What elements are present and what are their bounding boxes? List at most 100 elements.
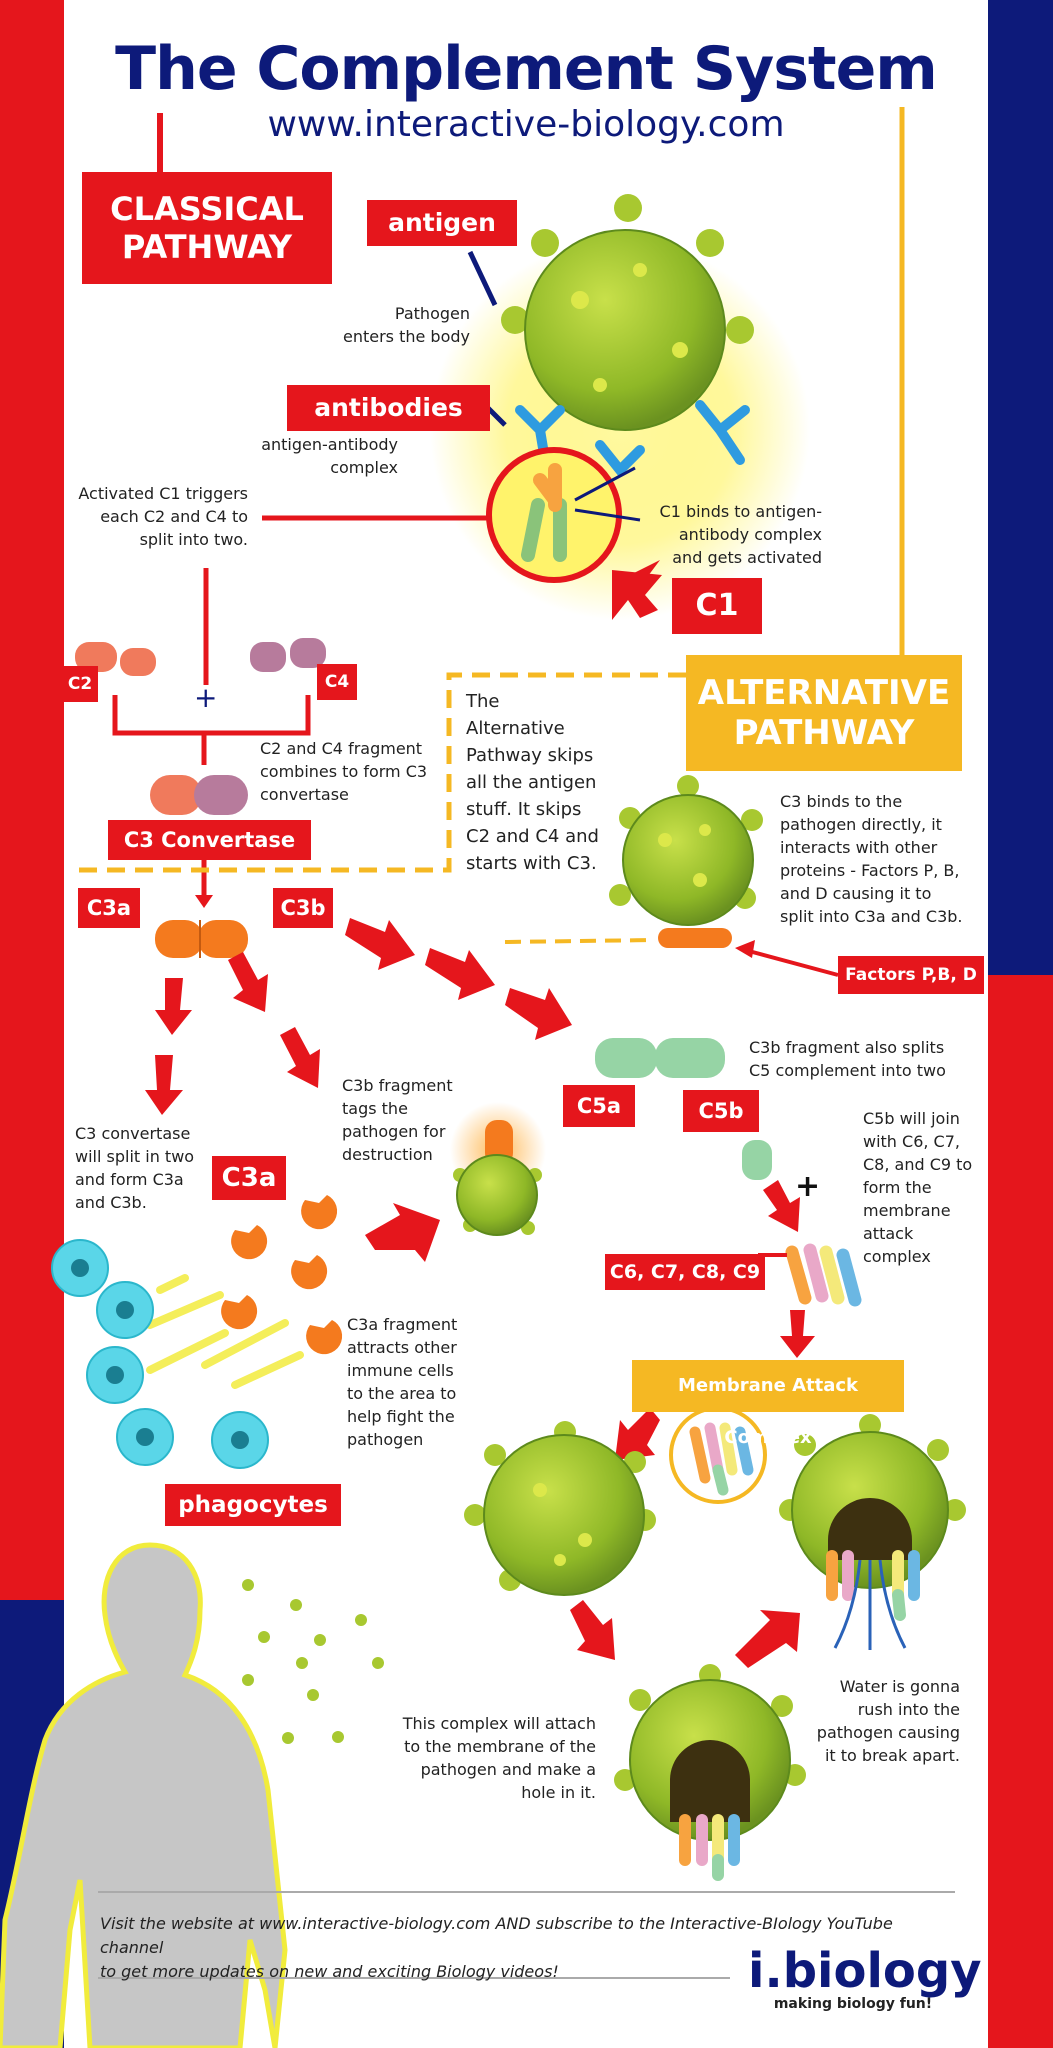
water-line: Water is gonna [839, 1677, 960, 1696]
skip-note-line: Alternative [466, 718, 565, 739]
c5-split-line: C5 complement into two [749, 1061, 946, 1080]
c5-fragments [595, 1038, 725, 1078]
c3-binds-line: and D causing it to [780, 884, 932, 903]
c3-split-line: and form C3a [75, 1170, 184, 1189]
antibodies-label: antibodies [287, 385, 490, 431]
complex-note-line: antigen-antibody [261, 435, 398, 454]
c3-split-line: C3 convertase [75, 1124, 191, 1143]
c3a-attract-line: C3a fragment [347, 1315, 458, 1334]
right-navy-band [988, 0, 1053, 975]
mac-attach-line: pathogen and make a [420, 1760, 596, 1779]
alternative-dashed-boundary [75, 672, 686, 873]
c1-binds-line: antibody complex [678, 525, 822, 544]
left-red-band [0, 0, 64, 1600]
page-title: The Complement System [115, 34, 938, 104]
skip-note-line: C2 and C4 and [466, 826, 599, 847]
pathogen-note-line: enters the body [342, 327, 470, 346]
c3a-attract-line: attracts other [347, 1338, 457, 1357]
water-line: it to break apart. [824, 1746, 960, 1765]
c3a-big-label: C3a [212, 1156, 286, 1200]
c5b-join-line: complex [863, 1247, 931, 1266]
c3-split-line: will split in two [75, 1147, 195, 1166]
c1-trigger-line: each C2 and C4 to [100, 507, 248, 526]
pathogen-tagged [453, 1154, 542, 1236]
c5b-join-line: with C6, C7, [863, 1132, 960, 1151]
human-silhouette [0, 1542, 288, 2048]
pathogen-mac-middle [614, 1664, 806, 1881]
pathogen-note-line: Pathogen [394, 304, 470, 323]
complex-note-line: complex [330, 458, 398, 477]
c5b-join-note: C5b will join with C6, C7, C8, and C9 to… [863, 1107, 985, 1268]
c3-binds-line: split into C3a and C3b. [780, 907, 963, 926]
pathogen-top [501, 194, 754, 431]
antibody-shapes [515, 400, 750, 478]
c1-trigger-note: Activated C1 triggers each C2 and C4 to … [66, 482, 248, 551]
c5b-join-line: membrane [863, 1201, 951, 1220]
c3a-attract-line: help fight the [347, 1407, 455, 1426]
footer-line: Visit the website at www.interactive-bio… [100, 1914, 893, 1957]
water-line: pathogen causing [816, 1723, 960, 1742]
c3a-attract-note: C3a fragment attracts other immune cells… [347, 1313, 477, 1451]
c1-binds-line: C1 binds to antigen- [659, 502, 822, 521]
ibiology-logo: i.biology making biology fun! [748, 1943, 982, 2012]
skip-note-line: The [466, 691, 500, 712]
red-arrows [145, 918, 815, 1668]
complex-note: antigen-antibody complex [220, 433, 398, 479]
alternative-line2: PATHWAY [733, 713, 915, 753]
alternative-skip-note: The Alternative Pathway skips all the an… [466, 688, 626, 877]
pathogen-alternative [609, 775, 763, 926]
c3b-tag-line: tags the [342, 1099, 408, 1118]
c5a-label: C5a [563, 1085, 635, 1127]
footer-line: to get more updates on new and exciting … [100, 1962, 559, 1981]
c2c4-note-line: C2 and C4 fragment [260, 739, 423, 758]
c3-convertase-label: C3 Convertase [108, 820, 311, 860]
c6-c9-label: C6, C7, C8, C9 [605, 1254, 765, 1290]
mac-label: Membrane Attack Complex [632, 1360, 904, 1448]
plus-sign: + [194, 681, 218, 714]
alternative-pathway-label: ALTERNATIVE PATHWAY [686, 655, 962, 771]
c3b-tag-note: C3b fragment tags the pathogen for destr… [342, 1074, 472, 1166]
c4-label: C4 [317, 664, 357, 700]
mac-attach-note: This complex will attach to the membrane… [390, 1712, 596, 1804]
c3-split-note: C3 convertase will split in two and form… [75, 1122, 225, 1214]
c2c4-note-line: convertase [260, 785, 349, 804]
page-subtitle: www.interactive-biology.com [267, 104, 785, 145]
skip-note-line: all the antigen [466, 772, 597, 793]
c2c4-note-line: combines to form C3 [260, 762, 428, 781]
skip-note-line: starts with C3. [466, 853, 597, 874]
c1-label: C1 [672, 578, 762, 634]
c5b-label: C5b [683, 1090, 759, 1132]
mac-attach-line: This complex will attach [402, 1714, 596, 1733]
footer-text: Visit the website at www.interactive-bio… [100, 1912, 960, 1984]
c5b-join-line: C8, and C9 to [863, 1155, 973, 1174]
pathogen-note: Pathogen enters the body [300, 302, 470, 348]
c1-trigger-line: Activated C1 triggers [78, 484, 248, 503]
c3-binds-line: interacts with other [780, 838, 938, 857]
c3b-tag-line: destruction [342, 1145, 433, 1164]
c3b-label: C3b [273, 888, 333, 928]
c3-binds-note: C3 binds to the pathogen directly, it in… [780, 790, 985, 928]
c5b-join-line: attack [863, 1224, 914, 1243]
c1-trigger-line: split into two. [139, 530, 248, 549]
c1-binds-line: and gets activated [672, 548, 822, 567]
c3-binds-line: C3 binds to the [780, 792, 903, 811]
alternative-line1: ALTERNATIVE [697, 673, 951, 713]
c3-split-line: and C3b. [75, 1193, 147, 1212]
logo-text: i.biology [748, 1943, 982, 1999]
c3a-label: C3a [78, 888, 140, 928]
c5-split-note: C3b fragment also splits C5 complement i… [749, 1036, 979, 1082]
c5b-join-line: C5b will join [863, 1109, 960, 1128]
c5-plus-sign: + [795, 1169, 821, 1204]
c5b-join-line: form the [863, 1178, 932, 1197]
c3a-fragments [221, 1195, 343, 1355]
classical-line2: PATHWAY [121, 228, 293, 266]
c2c4-note: C2 and C4 fragment combines to form C3 c… [260, 737, 440, 806]
factors-label: Factors P,B, D [838, 956, 984, 994]
water-note: Water is gonna rush into the pathogen ca… [800, 1675, 960, 1767]
skip-note-line: stuff. It skips [466, 799, 582, 820]
right-red-band [988, 975, 1053, 2048]
pathogen-mac-left [464, 1421, 656, 1596]
scattered-dots [242, 1579, 384, 1744]
c4-fragments [250, 638, 326, 672]
